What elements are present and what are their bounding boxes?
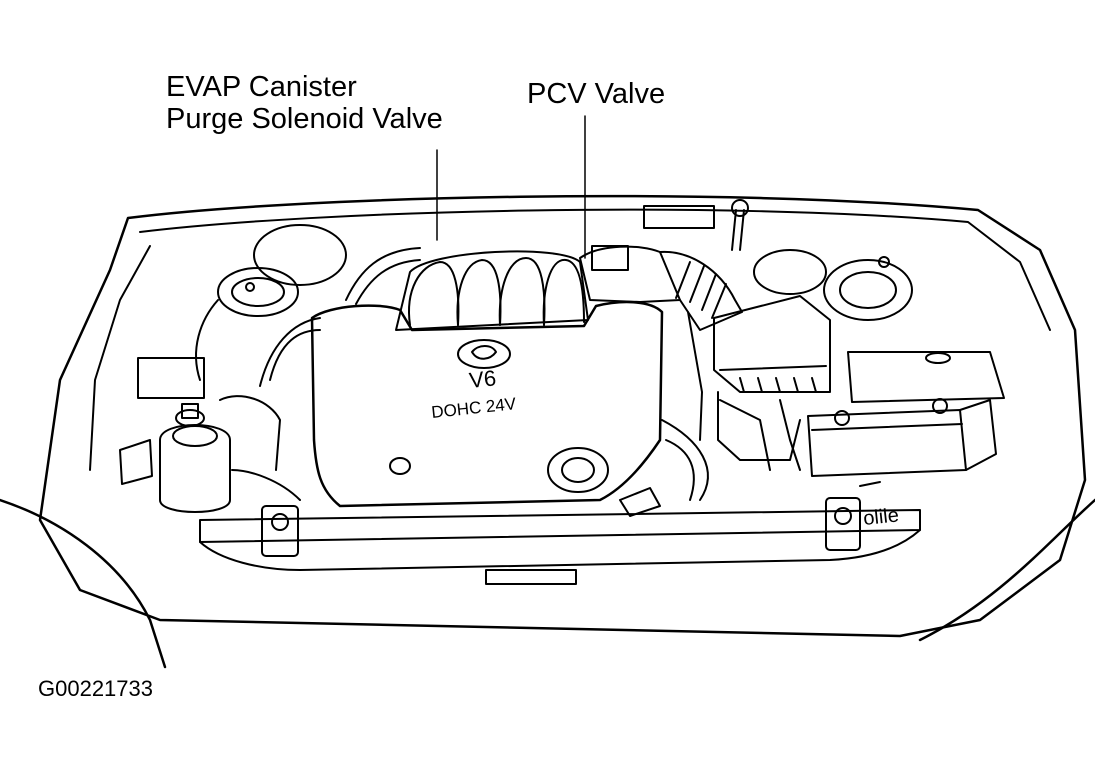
engine-detail-lines	[120, 312, 880, 486]
hood-outline	[0, 196, 1095, 667]
hoses-right	[620, 420, 708, 516]
air-cleaner-box	[714, 296, 830, 460]
evap-label-line1: EVAP Canister	[166, 71, 357, 103]
evap-canister-purge-solenoid-valve-label: EVAP Canister Purge Solenoid Valve	[166, 71, 443, 135]
battery	[808, 399, 996, 476]
engine-cover	[312, 302, 662, 506]
engine-cover-text: DOHC 24V	[430, 394, 517, 422]
left-strut-tower	[196, 225, 346, 380]
air-intake-duct	[580, 246, 742, 330]
figure-id: G00221733	[38, 676, 153, 701]
intake-manifold	[346, 248, 588, 330]
relay-box	[848, 352, 1004, 402]
engine-badge-text: V6	[468, 365, 497, 393]
radiator-support	[200, 498, 920, 584]
hoses-left	[220, 318, 320, 500]
pcv-valve-label: PCV Valve	[527, 78, 666, 110]
evap-label-line2: Purge Solenoid Valve	[166, 103, 443, 135]
hood-mark-text: olile	[862, 504, 900, 530]
fluid-reservoir	[160, 404, 230, 512]
right-strut-tower	[732, 200, 912, 320]
